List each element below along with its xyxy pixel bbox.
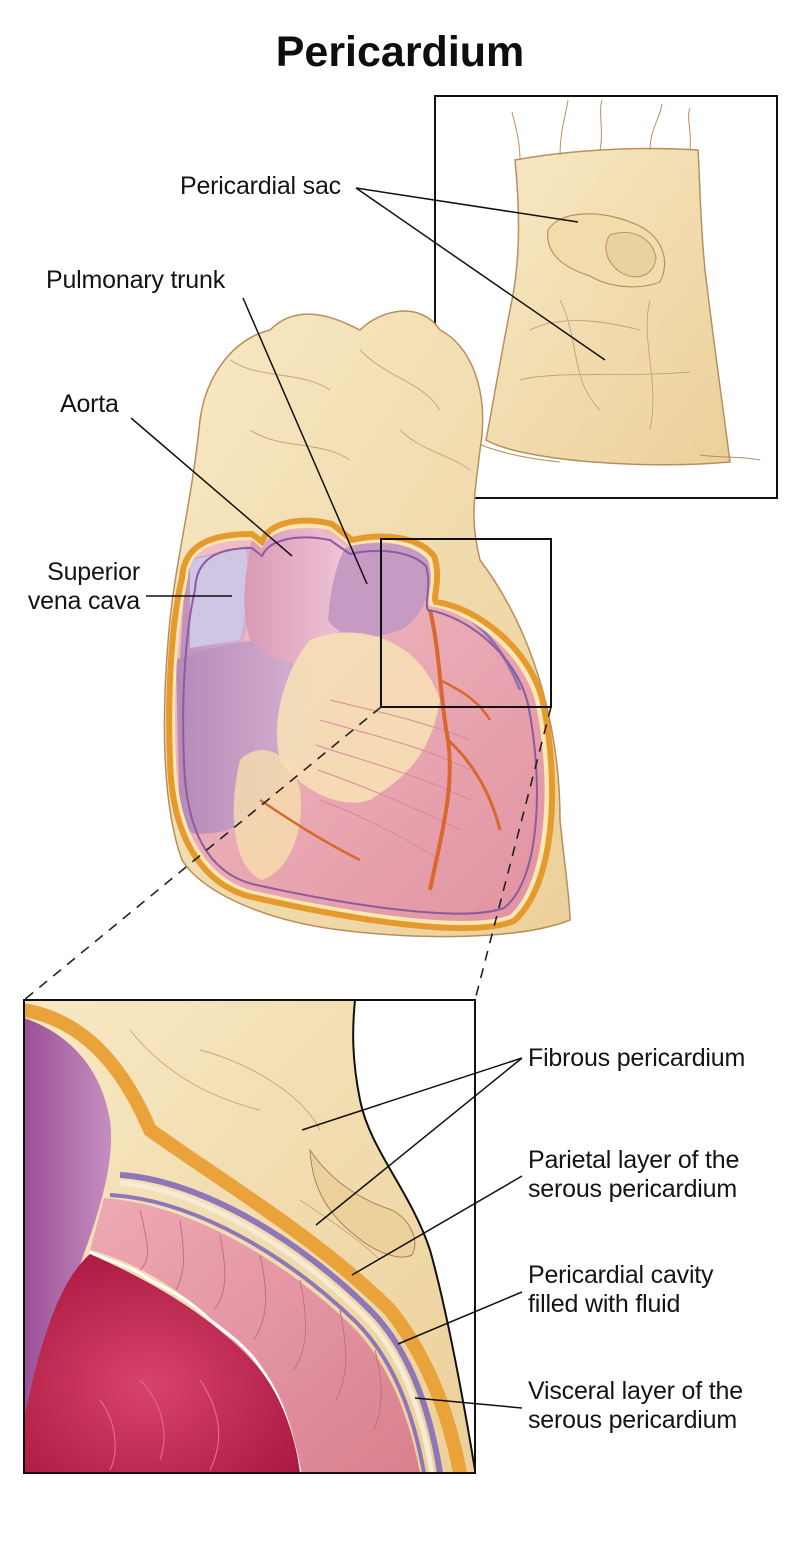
leader-lines [130,187,606,1409]
inset-frame [434,95,778,499]
zoom-marker [380,538,552,708]
label-pulmonary-trunk: Pulmonary trunk [46,266,226,294]
layers-inset-frame [23,999,476,1474]
label-fibrous-pericardium: Fibrous pericardium [528,1044,746,1072]
pericardial-sac-inset [435,96,777,498]
zoom-guide-lines [23,706,552,1001]
label-superior-vena-cava: Superior vena cava [27,558,140,615]
label-visceral-layer: Visceral layer of the serous pericardium [528,1377,743,1434]
label-aorta: Aorta [60,390,119,418]
label-pericardial-cavity: Pericardial cavity filled with fluid [528,1261,714,1318]
pericardium-layers-inset [24,1000,475,1473]
label-pericardial-sac: Pericardial sac [180,172,341,200]
label-parietal-layer: Parietal layer of the serous pericardium [528,1146,740,1203]
diagram-title: Pericardium [275,28,525,76]
